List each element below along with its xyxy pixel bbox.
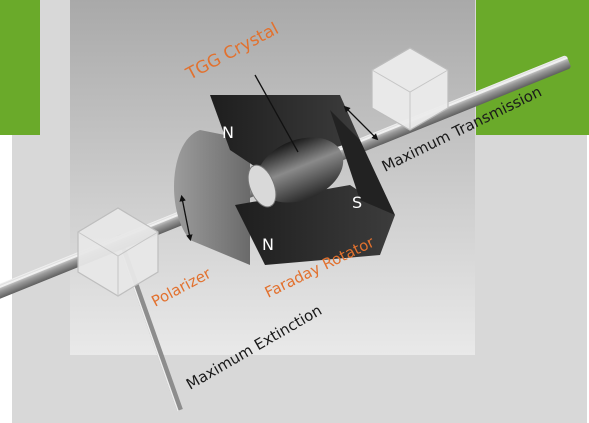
polarization-arrow-left [179,194,193,242]
tgg-crystal-cylinder [256,137,344,203]
magnet-north-top-label: N [222,123,234,142]
magnet-north-bottom-label: N [262,235,274,254]
crystal-end-face [247,164,277,208]
magnet-south-label: S [352,193,362,212]
accent-bar-left [0,0,40,135]
tgg-pointer-line [254,74,299,153]
background-right-panel [476,135,587,423]
magnet-bottom [235,185,395,265]
polarization-arrow-right [343,105,379,141]
analyzer-cube-right [371,47,449,131]
polarizer-cube-left [77,207,159,297]
rotator-body [173,130,250,265]
faraday-rotator: N N S [173,95,395,265]
